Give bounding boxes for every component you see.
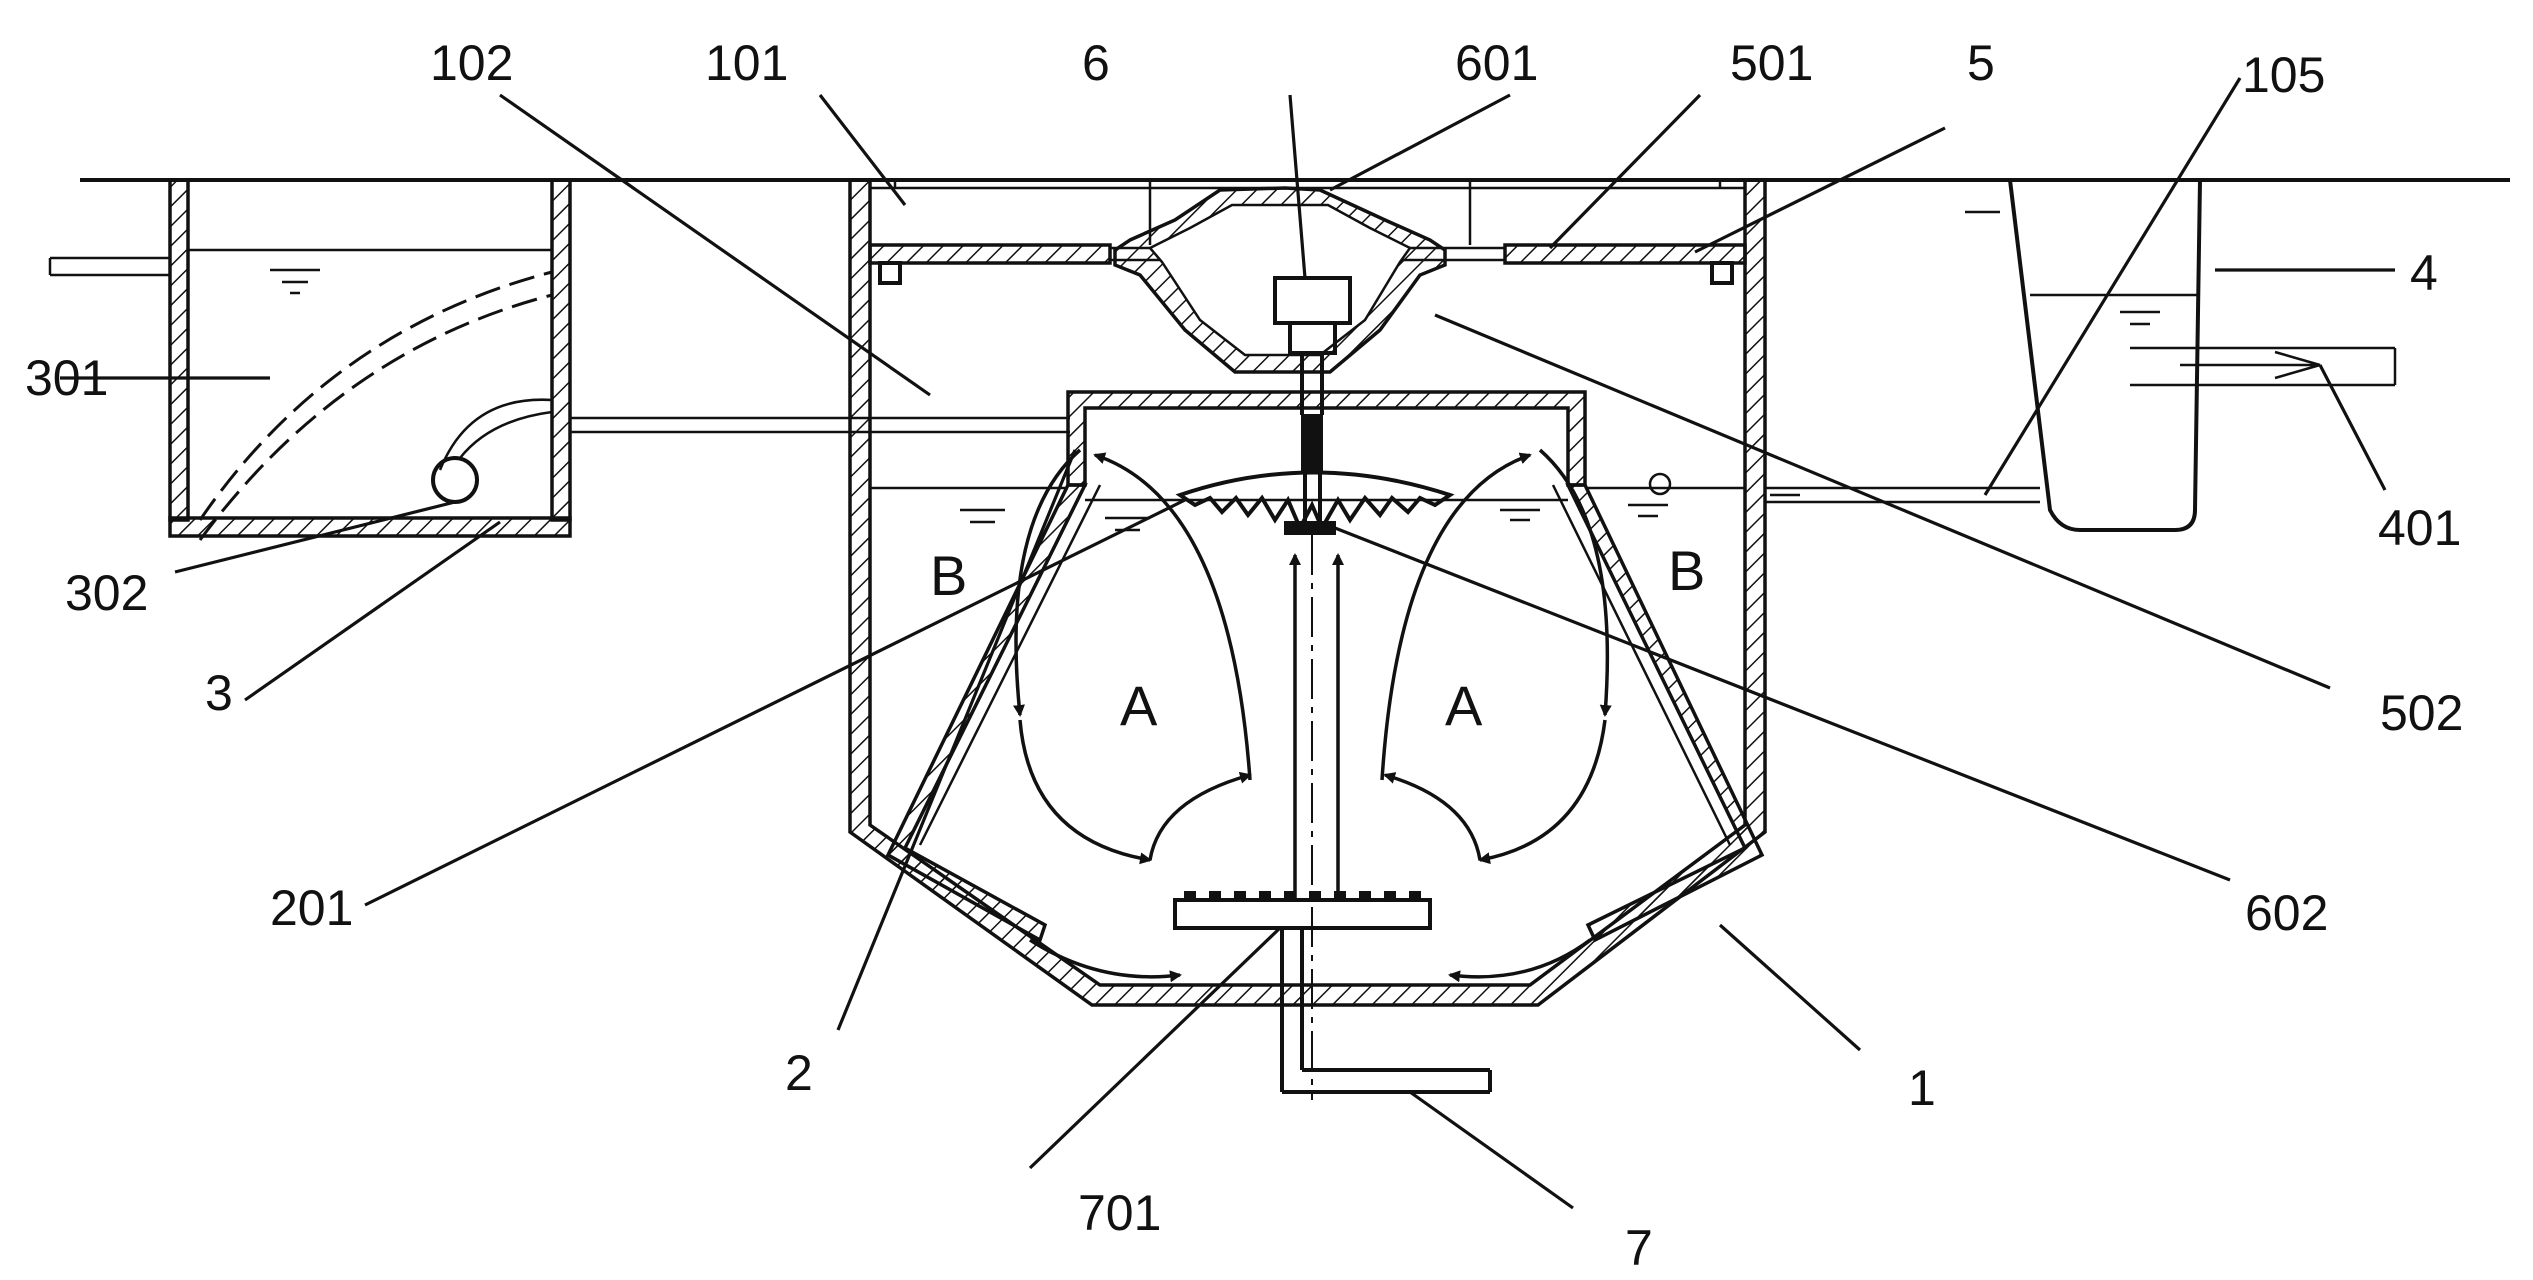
label-102: 102 [430, 35, 513, 91]
label-502: 502 [2380, 685, 2463, 741]
label-4: 4 [2410, 245, 2438, 301]
water-level-main [870, 472, 1745, 532]
label-7: 7 [1625, 1220, 1653, 1276]
aerator-701 [1173, 891, 1492, 1094]
flow-arrows [1013, 448, 1612, 983]
inner-cylinder-2 [885, 390, 1765, 943]
label-5: 5 [1967, 35, 1995, 91]
impeller-201 [1175, 470, 1455, 533]
right-tank-4 [1965, 179, 2397, 532]
label-201: 201 [270, 880, 353, 936]
label-105: 105 [2242, 47, 2325, 103]
main-tank-outer [848, 178, 1767, 1007]
label-401: 401 [2378, 500, 2461, 556]
label-602: 602 [2245, 885, 2328, 941]
label-501: 501 [1730, 35, 1813, 91]
zone-a-right: A [1445, 674, 1483, 737]
pipe-105 [1763, 486, 2040, 504]
label-302: 302 [65, 565, 148, 621]
label-301: 301 [25, 350, 108, 406]
zone-a-left: A [1120, 674, 1158, 737]
leader-lines [60, 77, 2395, 1210]
label-701: 701 [1078, 1185, 1161, 1241]
label-2: 2 [785, 1045, 813, 1101]
label-101: 101 [705, 35, 788, 91]
label-6: 6 [1082, 35, 1110, 91]
label-1: 1 [1908, 1060, 1936, 1116]
label-3: 3 [205, 665, 233, 721]
label-601: 601 [1455, 35, 1538, 91]
zone-b-right: B [1668, 539, 1705, 602]
labels: 102 101 6 601 501 5 105 4 401 301 302 3 … [25, 35, 2463, 1276]
pipe-102 [570, 416, 1070, 434]
left-tank-3 [48, 178, 572, 541]
zone-b-left: B [930, 544, 967, 607]
hood-601 [1113, 186, 1447, 535]
